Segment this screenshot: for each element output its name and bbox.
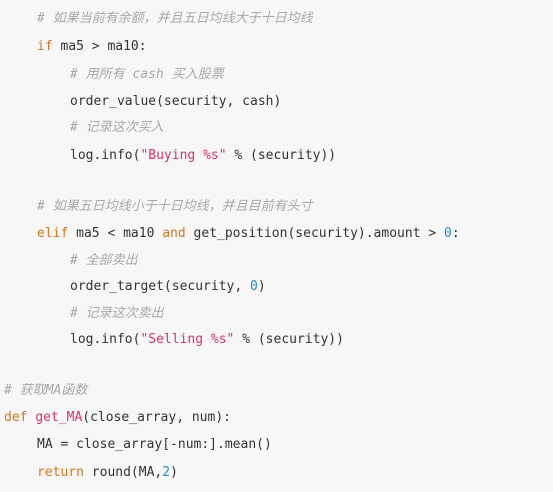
code-function-name: get_MA xyxy=(35,410,83,425)
code-keyword: and xyxy=(162,226,186,241)
code-comment: # 如果五日均线小于十日均线，并且目前有头寸 xyxy=(37,199,313,214)
code-line: # 获取MA函数 xyxy=(4,378,87,404)
code-line: order_value(security, cash) xyxy=(70,89,281,115)
code-text: % (security)) xyxy=(234,332,344,347)
code-text: ) xyxy=(170,465,178,480)
code-text: MA = close_array[-num:].mean() xyxy=(37,437,272,452)
code-line: if ma5 > ma10: xyxy=(37,34,147,60)
code-line: log.info("Selling %s" % (security)) xyxy=(70,327,344,353)
code-line: # 记录这次卖出 xyxy=(70,301,164,327)
code-keyword: def xyxy=(4,410,28,425)
code-line: def get_MA(close_array, num): xyxy=(4,405,231,431)
code-line: elif ma5 < ma10 and get_position(securit… xyxy=(37,221,460,247)
code-number: 0 xyxy=(250,279,258,294)
code-number: 2 xyxy=(162,465,171,480)
code-comment: # 如果当前有余额，并且五日均线大于十日均线 xyxy=(37,11,313,26)
code-comment: # 记录这次卖出 xyxy=(70,306,164,321)
code-string: "Selling %s" xyxy=(140,332,235,347)
code-text: round(MA, xyxy=(83,465,163,480)
code-text: get_position(security).amount > xyxy=(185,226,444,241)
code-comment: # 用所有 cash 买入股票 xyxy=(70,67,224,82)
code-line: # 用所有 cash 买入股票 xyxy=(70,62,224,88)
code-text: (close_array, num): xyxy=(82,410,231,425)
code-number: 0 xyxy=(444,226,452,241)
code-text: log.info( xyxy=(70,332,141,347)
code-text: ma5 < ma10 xyxy=(68,226,163,241)
code-line: # 记录这次买入 xyxy=(70,115,164,141)
code-text: ) xyxy=(257,279,266,294)
code-line: order_target(security, 0) xyxy=(70,274,266,300)
code-keyword: return xyxy=(37,465,84,480)
code-text: ma5 > ma10: xyxy=(52,39,147,54)
code-string: "Buying %s" xyxy=(140,148,227,163)
code-keyword: elif xyxy=(37,226,69,241)
code-line: log.info("Buying %s" % (security)) xyxy=(70,143,336,169)
code-text: log.info( xyxy=(70,148,141,163)
code-text: order_target(security, xyxy=(70,279,251,294)
code-line: # 如果五日均线小于十日均线，并且目前有头寸 xyxy=(37,194,313,220)
code-comment: # 获取MA函数 xyxy=(4,383,88,398)
code-text: : xyxy=(451,226,460,241)
code-line: # 全部卖出 xyxy=(70,248,138,274)
code-comment: # 全部卖出 xyxy=(70,253,138,268)
code-text: % (security)) xyxy=(226,148,337,163)
code-line: return round(MA,2) xyxy=(37,460,178,486)
code-line: # 如果当前有余额，并且五日均线大于十日均线 xyxy=(37,6,313,32)
code-comment: # 记录这次买入 xyxy=(70,120,164,135)
code-line: MA = close_array[-num:].mean() xyxy=(37,432,272,458)
code-keyword: if xyxy=(37,39,53,54)
code-text: order_value(security, cash) xyxy=(70,94,282,109)
